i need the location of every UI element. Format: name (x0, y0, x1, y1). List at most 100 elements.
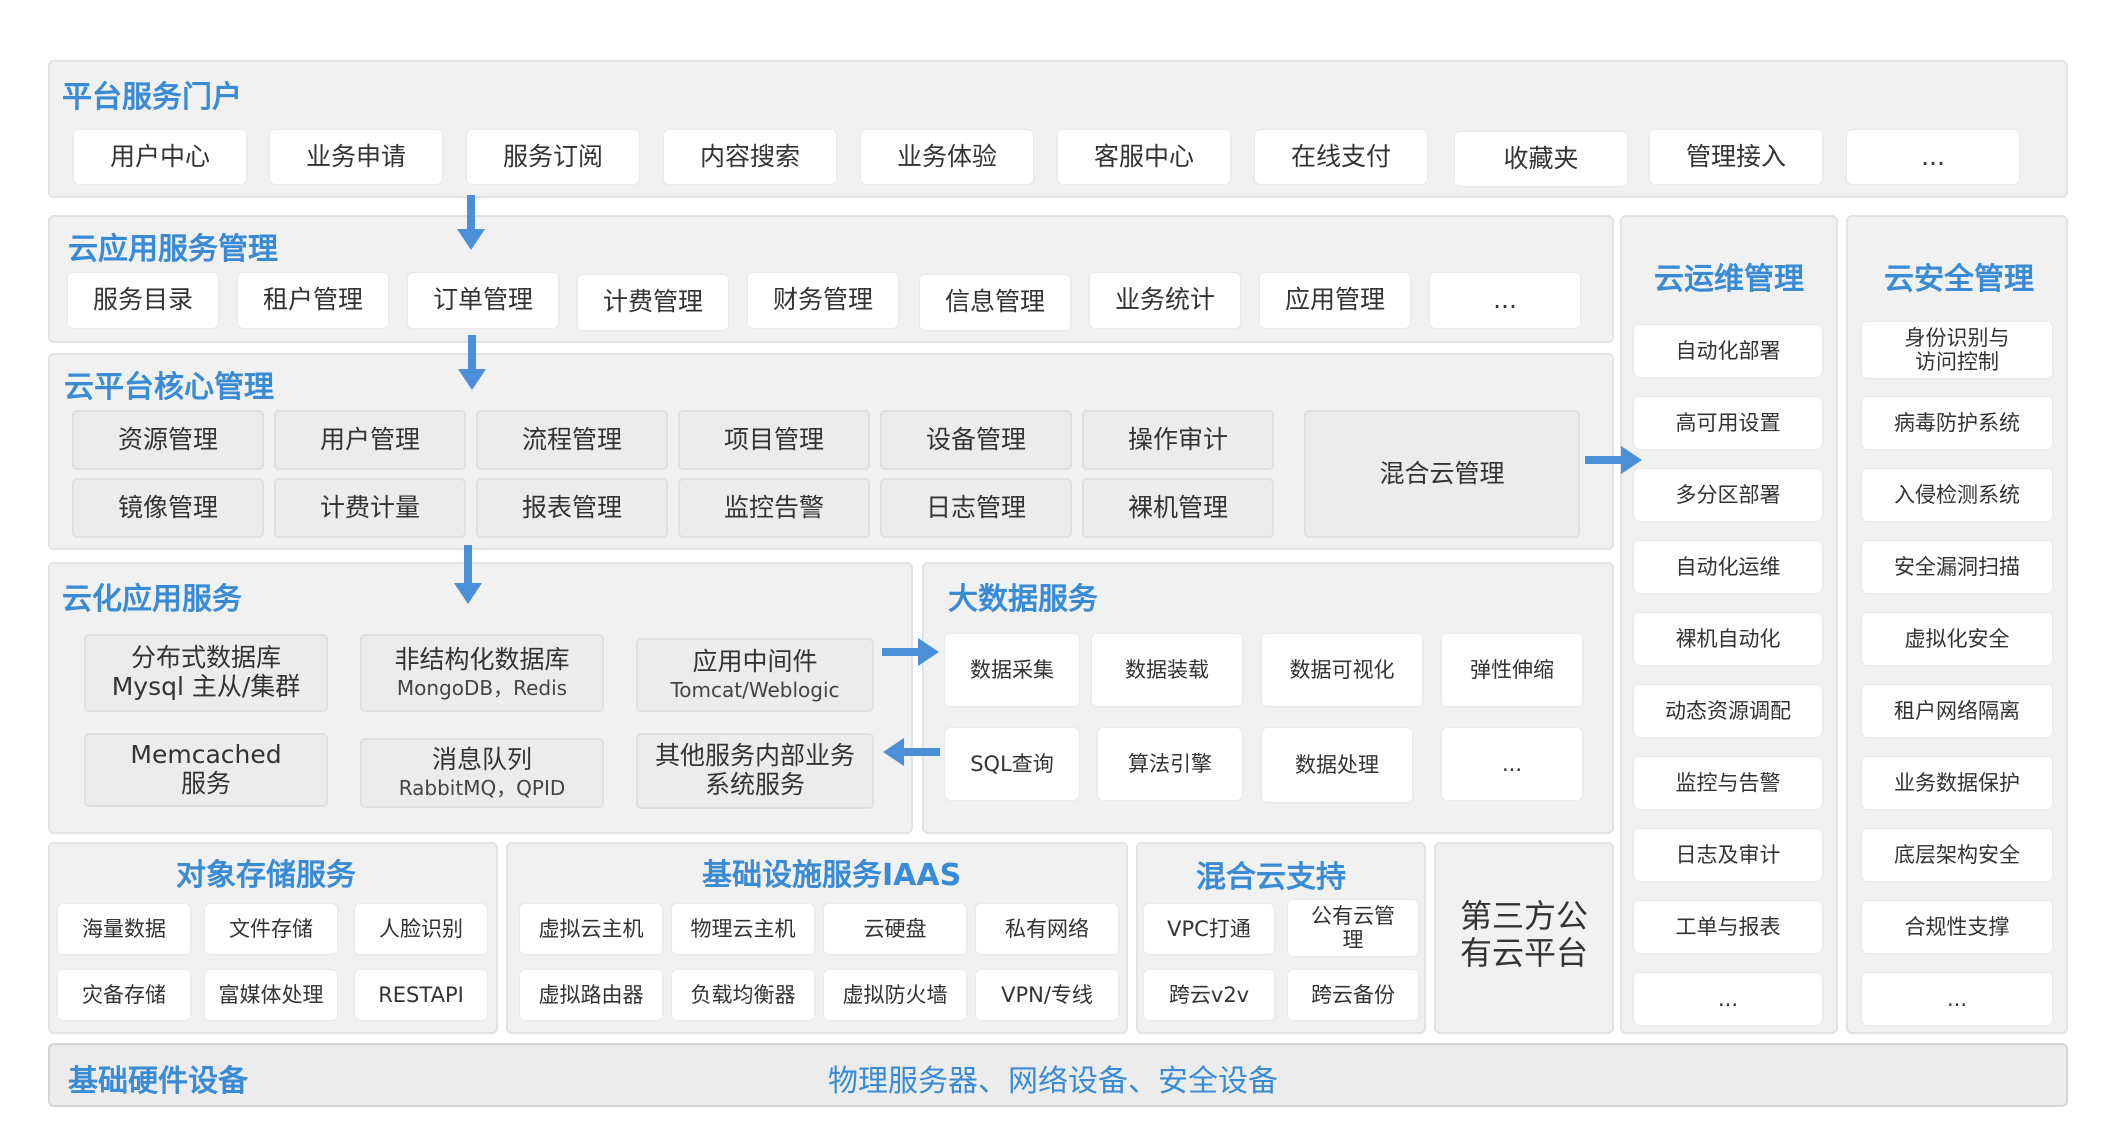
ops-item-dynamic-resource[interactable]: 动态资源调配 (1634, 685, 1822, 737)
iaas-item-vm[interactable]: 虚拟云主机 (520, 904, 662, 954)
bigdata-item-autoscale[interactable]: 弹性伸缩 (1442, 634, 1582, 706)
app-service-item-finance[interactable]: 财务管理 (748, 273, 898, 328)
cloud-app-other-services-main: 其他服务内部业务 (654, 741, 855, 771)
core-item-log[interactable]: 日志管理 (880, 478, 1072, 538)
security-item-virtualization[interactable]: 虚拟化安全 (1862, 613, 2052, 665)
bigdata-item-processing[interactable]: 数据处理 (1262, 728, 1412, 802)
ops-item-auto-deploy[interactable]: 自动化部署 (1634, 325, 1822, 377)
core-item-baremetal[interactable]: 裸机管理 (1082, 478, 1274, 538)
storage-item-rich-media[interactable]: 富媒体处理 (205, 970, 337, 1020)
ops-item-monitor-alert[interactable]: 监控与告警 (1634, 757, 1822, 809)
third-party-cloud[interactable]: 第三方公 有云平台 (1436, 880, 1612, 990)
security-title: 云安全管理 (1884, 262, 2034, 297)
cloud-app-middleware-sub: Tomcat/Weblogic (670, 677, 840, 702)
arrow-down-icon (454, 545, 482, 604)
ops-item-more[interactable]: ... (1634, 973, 1822, 1025)
portal-item-favorites[interactable]: 收藏夹 (1455, 132, 1627, 186)
cloud-app-nosql-db[interactable]: 非结构化数据库 MongoDB，Redis (360, 634, 604, 712)
ops-item-auto-ops[interactable]: 自动化运维 (1634, 541, 1822, 593)
iaas-item-virtual-router[interactable]: 虚拟路由器 (520, 970, 662, 1020)
storage-item-file[interactable]: 文件存储 (205, 904, 337, 954)
portal-item-user-center[interactable]: 用户中心 (74, 130, 246, 184)
bigdata-item-load[interactable]: 数据装载 (1092, 634, 1242, 706)
cloud-app-other-services[interactable]: 其他服务内部业务 系统服务 (636, 733, 874, 809)
security-item-vuln-scan[interactable]: 安全漏洞扫描 (1862, 541, 2052, 593)
core-item-audit[interactable]: 操作审计 (1082, 410, 1274, 470)
storage-item-restapi[interactable]: RESTAPI (355, 970, 487, 1020)
iaas-item-vpn[interactable]: VPN/专线 (976, 970, 1118, 1020)
hybrid-support-public-cloud-mgmt[interactable]: 公有云管 理 (1288, 900, 1418, 956)
hybrid-support-backup[interactable]: 跨云备份 (1288, 970, 1418, 1020)
iaas-item-private-network[interactable]: 私有网络 (976, 904, 1118, 954)
portal-item-search[interactable]: 内容搜索 (664, 130, 836, 184)
ops-item-ha[interactable]: 高可用设置 (1634, 397, 1822, 449)
security-item-more[interactable]: ... (1862, 973, 2052, 1025)
core-item-device[interactable]: 设备管理 (880, 410, 1072, 470)
app-service-item-app[interactable]: 应用管理 (1260, 273, 1410, 328)
portal-item-subscribe[interactable]: 服务订阅 (467, 130, 639, 184)
cloud-app-middleware[interactable]: 应用中间件 Tomcat/Weblogic (636, 638, 874, 712)
security-item-data-protection[interactable]: 业务数据保护 (1862, 757, 2052, 809)
bigdata-item-collect[interactable]: 数据采集 (945, 634, 1079, 706)
core-item-metering[interactable]: 计费计量 (274, 478, 466, 538)
portal-item-more[interactable]: ... (1847, 130, 2019, 184)
portal-item-experience[interactable]: 业务体验 (861, 130, 1033, 184)
hybrid-support-v2v[interactable]: 跨云v2v (1144, 970, 1274, 1020)
app-service-item-more[interactable]: ... (1430, 273, 1580, 328)
cloud-app-message-queue-main: 消息队列 (431, 745, 532, 775)
core-item-hybrid-cloud[interactable]: 混合云管理 (1304, 410, 1580, 538)
portal-item-admin-access[interactable]: 管理接入 (1650, 130, 1822, 184)
core-item-user[interactable]: 用户管理 (274, 410, 466, 470)
core-item-resource[interactable]: 资源管理 (72, 410, 264, 470)
cloud-app-message-queue[interactable]: 消息队列 RabbitMQ，QPID (360, 738, 604, 808)
storage-item-disaster-backup[interactable]: 灾备存储 (58, 970, 190, 1020)
iaas-item-physical-host[interactable]: 物理云主机 (672, 904, 814, 954)
cloud-app-memcached[interactable]: Memcached 服务 (84, 733, 328, 807)
bigdata-item-more[interactable]: ... (1442, 728, 1582, 800)
security-item-compliance[interactable]: 合规性支撑 (1862, 901, 2052, 953)
ops-item-multi-zone[interactable]: 多分区部署 (1634, 469, 1822, 521)
core-item-monitor-alert[interactable]: 监控告警 (678, 478, 870, 538)
bigdata-item-visualize[interactable]: 数据可视化 (1262, 634, 1422, 706)
third-party-cloud-line2: 有云平台 (1459, 934, 1588, 972)
bigdata-item-sql[interactable]: SQL查询 (945, 728, 1079, 800)
app-service-item-tenant[interactable]: 租户管理 (238, 273, 388, 328)
security-item-tenant-isolation[interactable]: 租户网络隔离 (1862, 685, 2052, 737)
third-party-panel (1434, 842, 1614, 1034)
app-service-item-order[interactable]: 订单管理 (408, 273, 558, 328)
app-service-item-catalog[interactable]: 服务目录 (68, 273, 218, 328)
storage-item-massive-data[interactable]: 海量数据 (58, 904, 190, 954)
bigdata-title: 大数据服务 (948, 582, 1098, 617)
app-service-title: 云应用服务管理 (68, 232, 278, 267)
ops-title: 云运维管理 (1654, 262, 1804, 297)
portal-item-business-apply[interactable]: 业务申请 (270, 130, 442, 184)
portal-item-customer-service[interactable]: 客服中心 (1058, 130, 1230, 184)
security-item-antivirus[interactable]: 病毒防护系统 (1862, 397, 2052, 449)
bigdata-item-algorithm[interactable]: 算法引擎 (1098, 728, 1242, 800)
app-service-item-billing[interactable]: 计费管理 (578, 275, 728, 330)
storage-title: 对象存储服务 (176, 858, 356, 893)
ops-item-baremetal-auto[interactable]: 裸机自动化 (1634, 613, 1822, 665)
ops-item-log-audit[interactable]: 日志及审计 (1634, 829, 1822, 881)
iaas-item-cloud-disk[interactable]: 云硬盘 (824, 904, 966, 954)
hybrid-support-public-cloud-mgmt-line1: 公有云管 (1311, 903, 1395, 928)
cloud-app-nosql-db-main: 非结构化数据库 (394, 645, 570, 675)
arrow-down-icon (457, 195, 485, 250)
cloud-app-distributed-db[interactable]: 分布式数据库 Mysql 主从/集群 (84, 634, 328, 712)
core-item-report[interactable]: 报表管理 (476, 478, 668, 538)
core-item-workflow[interactable]: 流程管理 (476, 410, 668, 470)
core-item-project[interactable]: 项目管理 (678, 410, 870, 470)
portal-item-payment[interactable]: 在线支付 (1255, 130, 1427, 184)
storage-item-face-recognition[interactable]: 人脸识别 (355, 904, 487, 954)
core-item-image[interactable]: 镜像管理 (72, 478, 264, 538)
app-service-item-stats[interactable]: 业务统计 (1090, 273, 1240, 328)
cloud-app-distributed-db-main: 分布式数据库 (130, 643, 281, 673)
hybrid-support-vpc[interactable]: VPC打通 (1144, 904, 1274, 954)
ops-item-ticket-report[interactable]: 工单与报表 (1634, 901, 1822, 953)
security-item-identity-access[interactable]: 身份识别与 访问控制 (1862, 322, 2052, 378)
security-item-infra-security[interactable]: 底层架构安全 (1862, 829, 2052, 881)
iaas-item-load-balancer[interactable]: 负载均衡器 (672, 970, 814, 1020)
security-item-intrusion-detection[interactable]: 入侵检测系统 (1862, 469, 2052, 521)
iaas-item-virtual-firewall[interactable]: 虚拟防火墙 (824, 970, 966, 1020)
app-service-item-info[interactable]: 信息管理 (920, 275, 1070, 330)
